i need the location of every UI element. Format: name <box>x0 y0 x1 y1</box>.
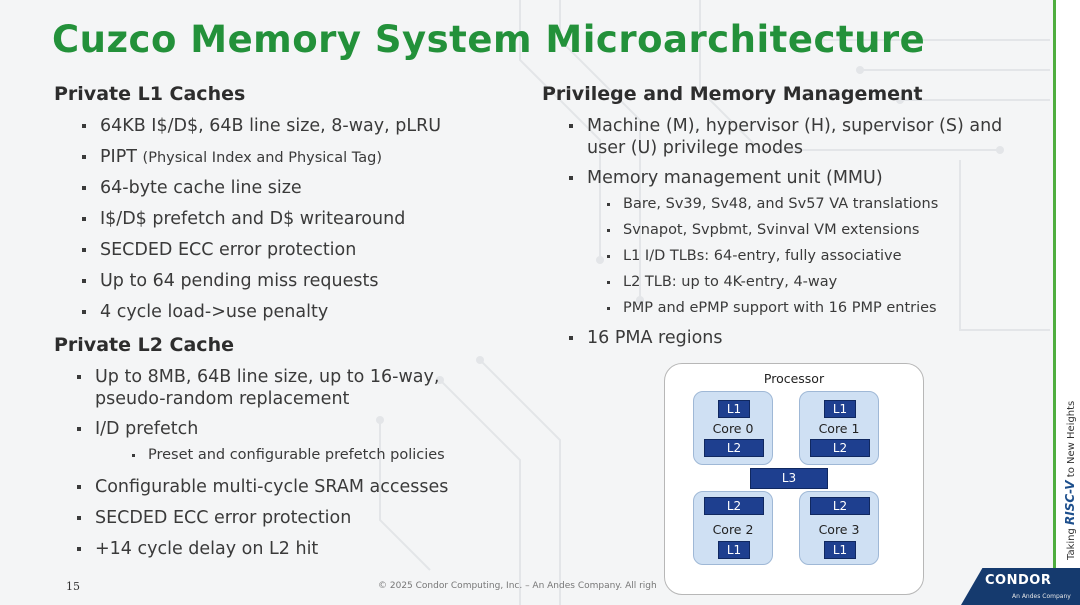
list-item: Up to 8MB, 64B line size, up to 16-way, … <box>77 366 515 418</box>
list-item: 64KB I$/D$, 64B line size, 8-way, pLRU <box>82 115 534 146</box>
core-3-l1: L1 <box>824 541 856 559</box>
l2-list: Up to 8MB, 64B line size, up to 16-way, … <box>77 366 515 446</box>
sub-list-item: Bare, Sv39, Sv48, and Sv57 VA translatio… <box>607 195 1012 221</box>
privilege-heading: Privilege and Memory Management <box>542 83 923 105</box>
core-0-label: Core 0 <box>712 421 754 436</box>
condor-logo: CONDOR <box>985 573 1052 588</box>
l1-heading: Private L1 Caches <box>54 83 246 105</box>
list-item: Up to 64 pending miss requests <box>82 270 534 301</box>
pma-list: 16 PMA regions <box>569 327 1012 351</box>
core-0-l2: L2 <box>704 439 764 457</box>
core-1-l1: L1 <box>824 400 856 418</box>
core-2-label: Core 2 <box>712 522 754 537</box>
list-item: Configurable multi-cycle SRAM accesses <box>77 476 534 507</box>
l1-list: 64KB I$/D$, 64B line size, 8-way, pLRU P… <box>82 115 534 332</box>
processor-label: Processor <box>763 371 825 386</box>
list-item: 64-byte cache line size <box>82 177 534 208</box>
core-3-block: L2 Core 3 L1 <box>799 491 879 565</box>
right-column: Privilege and Memory Management Machine … <box>542 83 1012 351</box>
condor-logo-subtitle: An Andes Company <box>1012 593 1071 600</box>
l2-list-cont: Configurable multi-cycle SRAM accesses S… <box>77 476 534 569</box>
sub-list-item: L2 TLB: up to 4K-entry, 4-way <box>607 273 1012 299</box>
sub-list-item: Preset and configurable prefetch policie… <box>132 446 534 476</box>
circuit-background <box>376 0 1050 605</box>
sidebar-tagline: Taking RISC-V to New Heights <box>1063 400 1077 560</box>
riscv-logo: RISC-V <box>1063 480 1077 525</box>
right-sidebar <box>1053 0 1080 605</box>
list-item: PIPT (Physical Index and Physical Tag) <box>82 146 534 177</box>
list-item: 4 cycle load->use penalty <box>82 301 534 332</box>
list-item: Machine (M), hypervisor (H), supervisor … <box>569 115 1007 167</box>
condor-logo-background <box>961 568 1080 605</box>
processor-diagram: Processor L1 Core 0 L2 L1 Core 1 L2 L3 L… <box>664 363 924 595</box>
list-item: SECDED ECC error protection <box>82 239 534 270</box>
core-1-block: L1 Core 1 L2 <box>799 391 879 465</box>
core-0-block: L1 Core 0 L2 <box>693 391 773 465</box>
sub-list-item: L1 I/D TLBs: 64-entry, fully associative <box>607 247 1012 273</box>
page-title: Cuzco Memory System Microarchitecture <box>52 18 926 61</box>
page-number: 15 <box>66 580 80 593</box>
copyright: © 2025 Condor Computing, Inc. – An Andes… <box>378 581 657 591</box>
core-2-l2: L2 <box>704 497 764 515</box>
list-item: +14 cycle delay on L2 hit <box>77 538 534 569</box>
core-3-l2: L2 <box>810 497 870 515</box>
sub-list-item: PMP and ePMP support with 16 PMP entries <box>607 299 1012 325</box>
mmu-sub-list: Bare, Sv39, Sv48, and Sv57 VA translatio… <box>607 195 1012 325</box>
left-column: Private L1 Caches 64KB I$/D$, 64B line s… <box>54 83 534 569</box>
list-item: SECDED ECC error protection <box>77 507 534 538</box>
core-0-l1: L1 <box>718 400 750 418</box>
core-1-label: Core 1 <box>818 421 860 436</box>
l2-heading: Private L2 Cache <box>54 334 234 356</box>
list-item: 16 PMA regions <box>569 327 1012 351</box>
privilege-list: Machine (M), hypervisor (H), supervisor … <box>569 115 1007 195</box>
l3-cache: L3 <box>750 468 828 489</box>
core-1-l2: L2 <box>810 439 870 457</box>
list-item: Memory management unit (MMU) <box>569 167 1007 195</box>
core-2-block: L2 Core 2 L1 <box>693 491 773 565</box>
sub-list-item: Svnapot, Svpbmt, Svinval VM extensions <box>607 221 1012 247</box>
core-2-l1: L1 <box>718 541 750 559</box>
core-3-label: Core 3 <box>818 522 860 537</box>
list-item: I$/D$ prefetch and D$ writearound <box>82 208 534 239</box>
list-item: I/D prefetch <box>77 418 515 446</box>
l2-sub-list: Preset and configurable prefetch policie… <box>132 446 534 476</box>
